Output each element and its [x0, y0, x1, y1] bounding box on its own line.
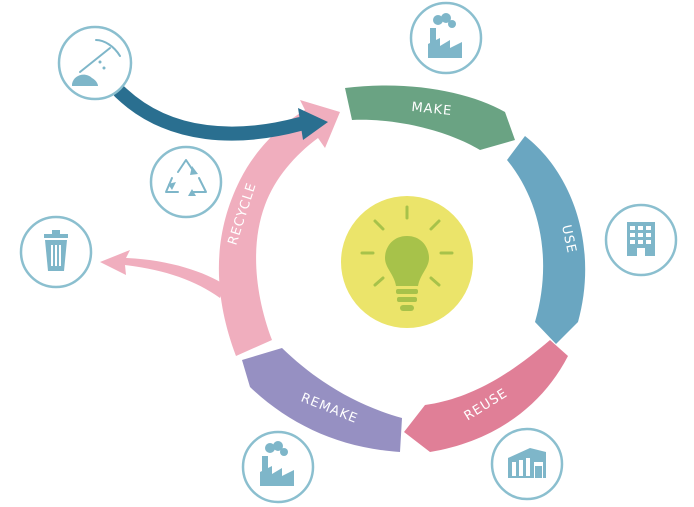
trash-icon [19, 215, 93, 289]
remake-segment: REMAKE [242, 348, 402, 452]
factory-icon [241, 430, 315, 504]
use-segment: USE [507, 136, 586, 344]
pickaxe-icon [57, 25, 133, 101]
raw-material-arrow [113, 85, 328, 141]
warehouse-icon [490, 427, 564, 501]
lightbulb-icon [341, 196, 473, 328]
make-segment: MAKE [345, 85, 515, 150]
disposal-arrow [100, 250, 225, 298]
use-label: USE [558, 224, 579, 255]
factory-icon [409, 1, 483, 75]
make-label: MAKE [411, 100, 453, 119]
office-building-icon [604, 203, 678, 277]
recycle-icon [149, 145, 223, 219]
